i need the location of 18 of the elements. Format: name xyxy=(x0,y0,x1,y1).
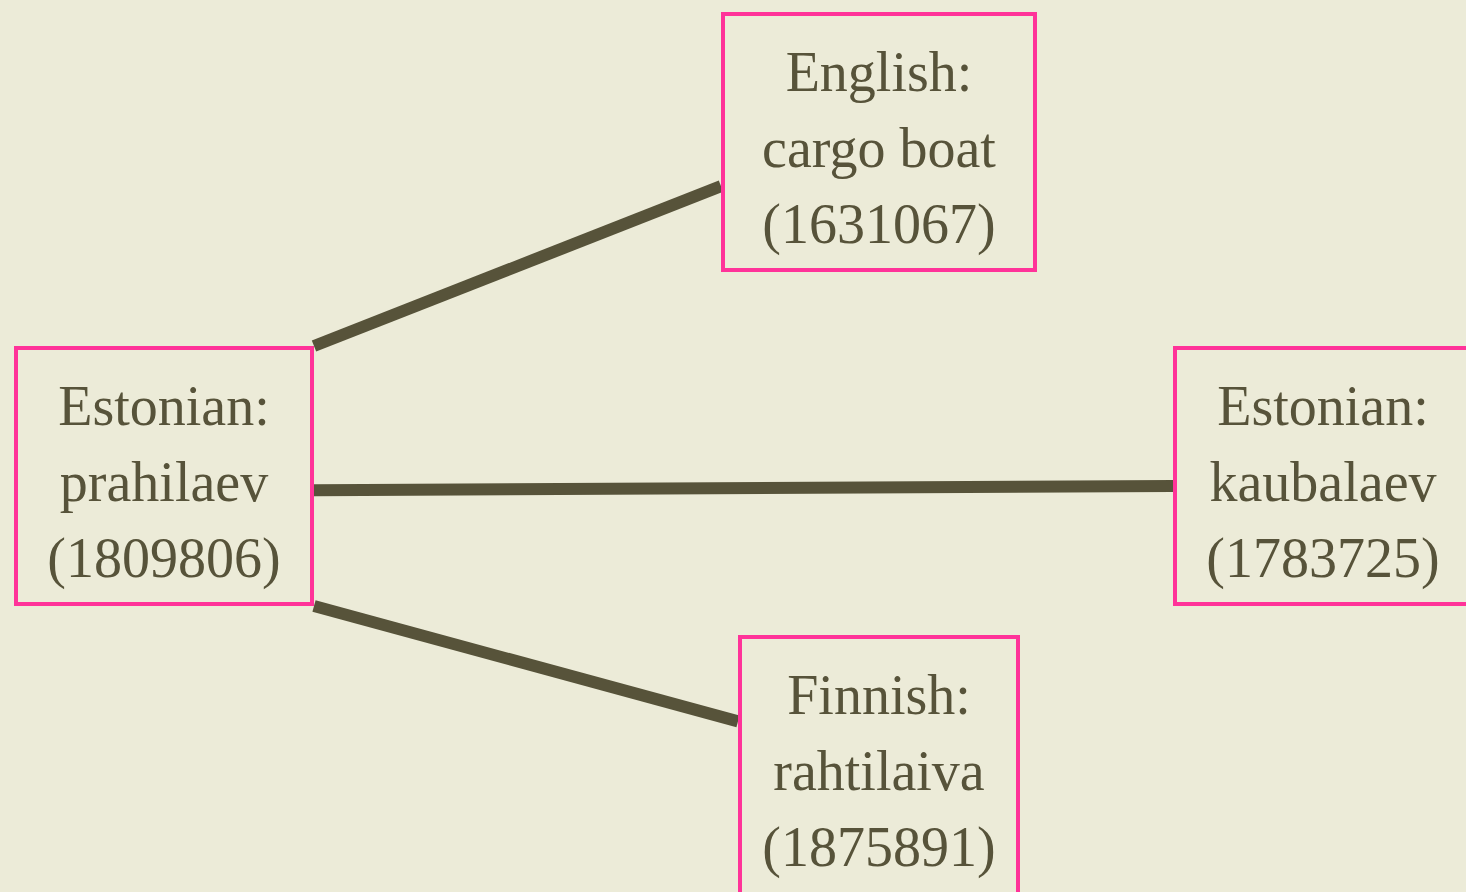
connector-line xyxy=(313,479,1174,497)
term-box xyxy=(1173,346,1466,606)
term-text: (1631067) xyxy=(762,192,996,257)
term-text: (1809806) xyxy=(47,526,281,591)
term-text: (1783725) xyxy=(1206,526,1440,591)
term-text: Finnish: xyxy=(787,663,971,728)
term-text: cargo boat xyxy=(762,116,996,181)
term-text: Estonian: xyxy=(1217,374,1429,439)
term-text: Estonian: xyxy=(58,374,270,439)
term-text: rahtilaiva xyxy=(773,739,985,804)
term-text: (1875891) xyxy=(762,815,996,880)
term-box xyxy=(14,346,314,606)
term-text: English: xyxy=(785,40,973,105)
term-text: prahilaev xyxy=(59,450,269,515)
term-box xyxy=(721,12,1037,272)
term-text: kaubalaev xyxy=(1209,450,1437,515)
term-box xyxy=(738,635,1020,892)
connector-line xyxy=(312,600,740,728)
